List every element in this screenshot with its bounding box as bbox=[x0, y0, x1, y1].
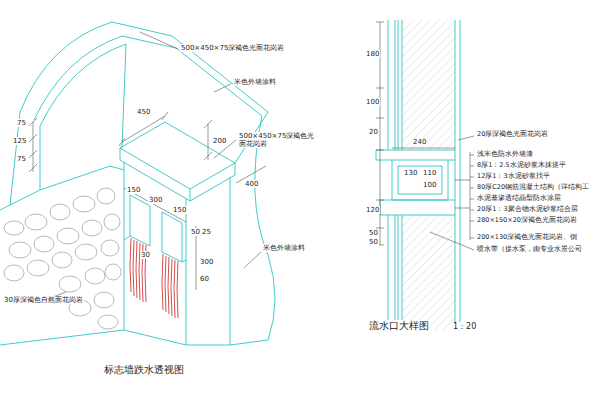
dimension: 180 bbox=[365, 50, 380, 58]
material-note: 浅米色防水外墙漆 bbox=[476, 151, 534, 158]
dimension: 130 bbox=[403, 169, 418, 177]
dimension: 25 bbox=[201, 228, 212, 236]
dimension: 110 bbox=[422, 169, 437, 177]
material-note: 8厚1：2.5水泥砂浆木抹搓平 bbox=[476, 162, 567, 169]
dimension: 50 bbox=[368, 229, 379, 237]
dimension: 50 bbox=[368, 238, 379, 246]
material-note: 米色外墙涂料 bbox=[262, 244, 306, 252]
drawing-caption: 流水口大样图 bbox=[368, 320, 430, 332]
dimension: 150 bbox=[172, 206, 187, 214]
dimension: 150 bbox=[126, 186, 141, 194]
dimension: 75 bbox=[16, 155, 27, 163]
scale-note: 1：20 bbox=[452, 322, 477, 331]
dimension: 125 bbox=[12, 137, 27, 145]
material-note: 12厚1：3水泥砂浆找平 bbox=[476, 173, 551, 180]
material-note: 水泥基渗透结晶型防水涂层 bbox=[476, 195, 562, 202]
material-note: 500×450×75深褐色光面花岗岩 bbox=[180, 44, 285, 52]
material-note: 30厚深褐色自然面花岗岩 bbox=[3, 296, 84, 304]
drawing-caption: 标志墙跌水透视图 bbox=[103, 364, 185, 376]
dimension: 20 bbox=[368, 128, 379, 136]
dimension: 100 bbox=[365, 98, 380, 106]
material-note: 200×130深褐色光面花岗岩、倒 bbox=[476, 234, 578, 241]
material-note: 500×450×75深褐色光面花岗岩 bbox=[238, 132, 320, 148]
dimension: 240 bbox=[412, 138, 427, 146]
material-note: 20厚深褐色光面花岗岩 bbox=[476, 131, 549, 138]
dimension: 120 bbox=[365, 206, 380, 214]
material-note: 喷水带（接水泵，由专业水景公司 bbox=[476, 246, 583, 253]
dimension: 300 bbox=[199, 258, 214, 266]
dimension: 30 bbox=[140, 251, 151, 259]
material-note: 米色外墙涂料 bbox=[233, 78, 277, 86]
material-note: 20厚1：3聚合物水泥砂浆结合层 bbox=[476, 206, 579, 213]
dimension: 100 bbox=[422, 181, 437, 189]
dimension: 200 bbox=[212, 137, 227, 145]
dimension: 75 bbox=[16, 119, 27, 127]
material-note: 280×150×20深褐色光面花岗岩 bbox=[476, 217, 578, 224]
dimension: 400 bbox=[244, 180, 259, 188]
dimension: 60 bbox=[199, 275, 210, 283]
material-note: 80厚C20钢筋混凝土结构（详结构工 bbox=[476, 184, 590, 191]
dimension: 50 bbox=[190, 228, 201, 236]
dimension: 450 bbox=[136, 108, 151, 116]
dimension: 300 bbox=[148, 196, 163, 204]
